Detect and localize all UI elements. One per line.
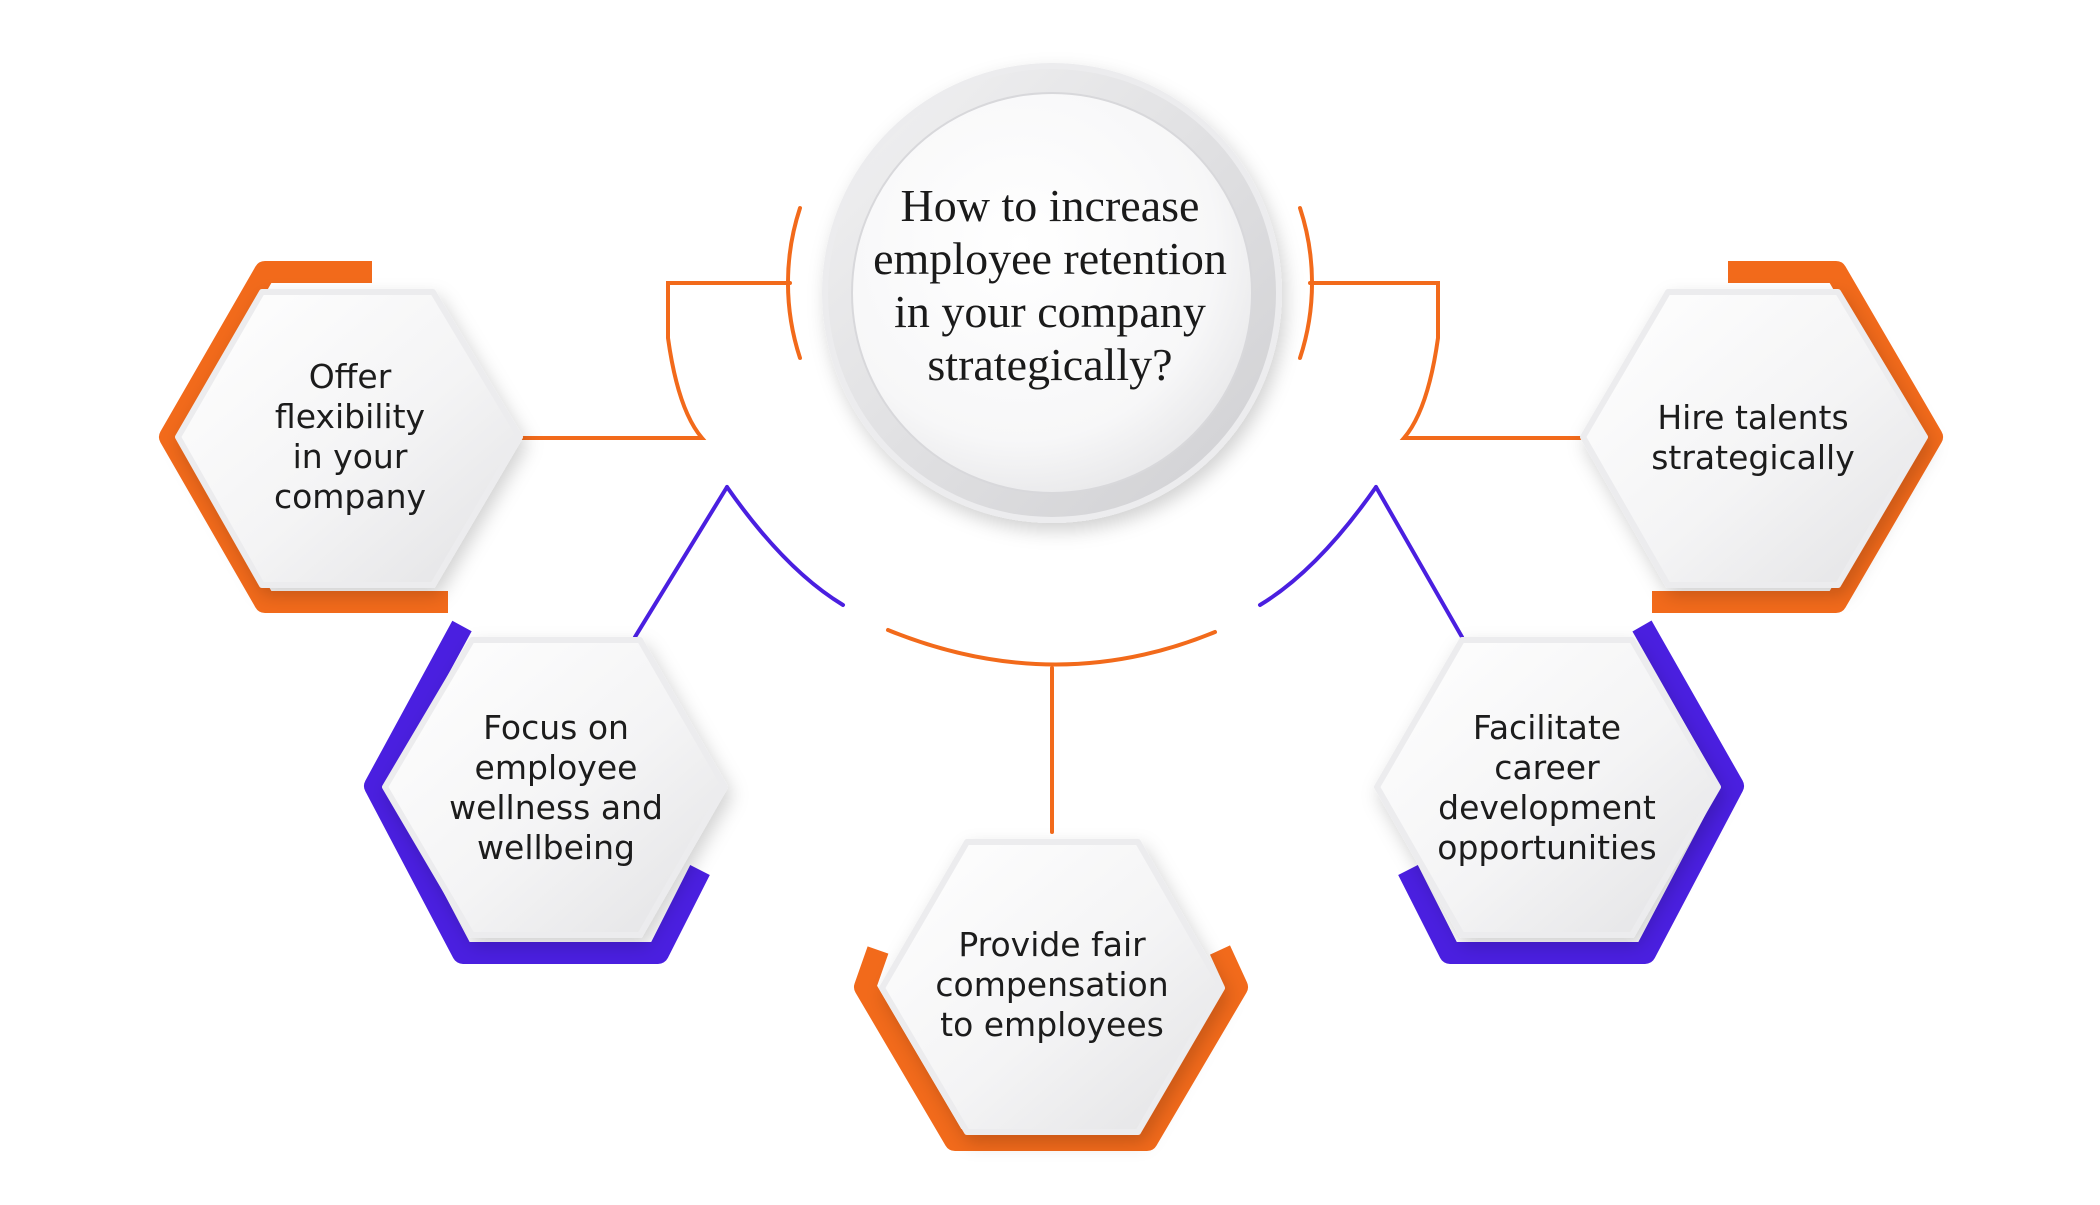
- arc-bottom-orange: [886, 628, 1217, 667]
- label-compensation-line-1: Provide fair: [958, 925, 1146, 964]
- hex-compensation: [854, 839, 1248, 1151]
- label-compensation-line-2: compensation: [935, 965, 1169, 1004]
- label-wellness-line-1: Focus on: [483, 708, 629, 747]
- hex-compensation-accent: [854, 945, 1248, 1151]
- arc-left-purple: [725, 485, 845, 607]
- hex-flexibility-accent: [159, 261, 448, 613]
- hex-hiring: [1580, 261, 1943, 613]
- center-title-line-3: in your company: [894, 286, 1206, 337]
- hex-wellness-body: [382, 637, 728, 938]
- label-wellness: Focus on employee wellness and wellbeing: [406, 668, 706, 908]
- label-compensation: Provide fair compensation to employees: [902, 885, 1202, 1085]
- center-title-line-1: How to increase: [900, 180, 1200, 231]
- label-flexibility-line-4: company: [273, 477, 427, 516]
- label-wellness-line-2: employee: [474, 748, 638, 787]
- hex-career-body: [1374, 637, 1721, 938]
- label-wellness-line-4: wellbeing: [477, 828, 635, 867]
- hex-wellness: [364, 620, 728, 964]
- label-wellness-line-3: wellness and: [449, 788, 663, 827]
- label-hiring-line-1: Hire talents: [1657, 398, 1849, 437]
- hex-career: [1374, 620, 1744, 964]
- arc-right-purple: [1258, 485, 1378, 607]
- hex-career-accent: [1398, 620, 1744, 964]
- connector-hiring: [1308, 281, 1582, 440]
- hex-hiring-body: [1580, 289, 1928, 588]
- hex-compensation-body: [879, 839, 1225, 1135]
- hex-wellness-accent: [364, 620, 710, 964]
- label-career: Facilitate career development opportunit…: [1397, 668, 1697, 908]
- connector-flexibility: [518, 281, 792, 440]
- hex-flexibility: [159, 261, 523, 613]
- hex-flexibility-body: [175, 289, 523, 588]
- label-career-line-4: opportunities: [1437, 828, 1657, 867]
- label-career-line-1: Facilitate: [1472, 708, 1622, 747]
- label-career-line-3: development: [1438, 788, 1656, 827]
- label-flexibility-line-1: Offer: [308, 357, 392, 396]
- label-flexibility-line-3: in your: [292, 437, 408, 476]
- center-title-line-4: strategically?: [927, 339, 1173, 390]
- connector-career: [1374, 485, 1464, 639]
- label-flexibility-line-2: flexibility: [274, 397, 426, 436]
- label-flexibility: Offer flexibility in your company: [200, 317, 500, 557]
- label-career-line-2: career: [1494, 748, 1600, 787]
- connector-wellness: [633, 485, 729, 639]
- label-hiring: Hire talents strategically: [1603, 378, 1903, 498]
- connector-lines: [518, 206, 1582, 834]
- center-circle: [822, 63, 1282, 523]
- center-title: How to increase employee retention in yo…: [810, 170, 1290, 400]
- label-hiring-line-2: strategically: [1651, 438, 1855, 477]
- hex-hiring-accent: [1652, 261, 1943, 613]
- center-title-line-2: employee retention: [873, 233, 1227, 284]
- label-compensation-line-3: to employees: [940, 1005, 1164, 1044]
